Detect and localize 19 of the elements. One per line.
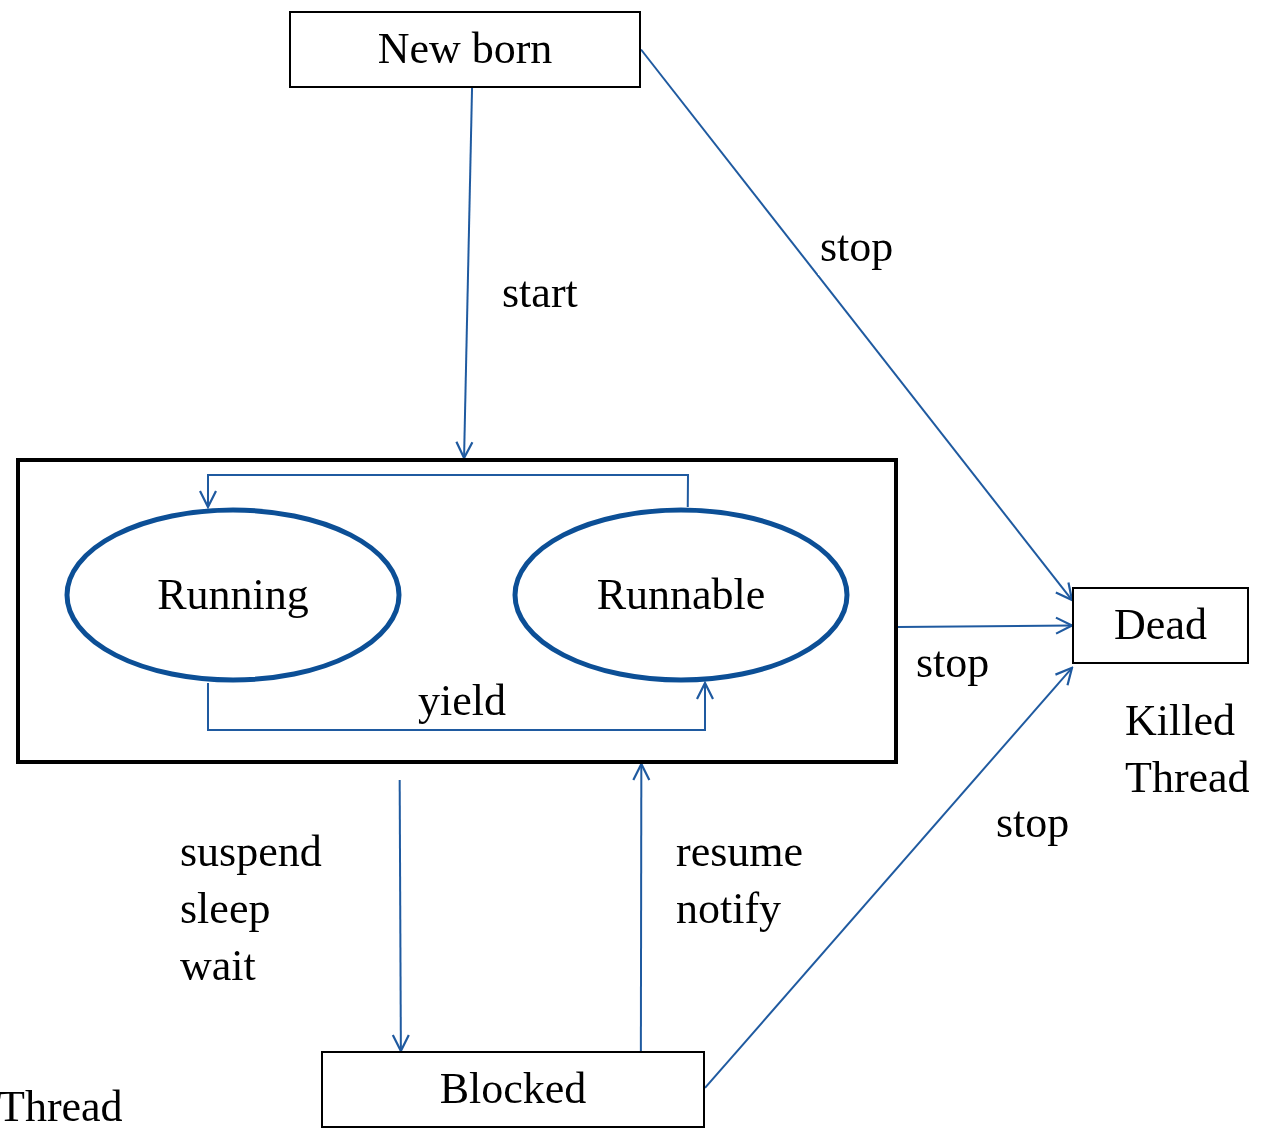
arrow bbox=[897, 616, 1074, 635]
state-label: Blocked bbox=[439, 1065, 587, 1114]
arrow bbox=[198, 474, 689, 509]
state-label: New born bbox=[377, 25, 553, 74]
state-label: Running bbox=[157, 570, 309, 620]
state-box bbox=[1072, 587, 1249, 664]
arrow bbox=[704, 666, 1074, 1089]
state-label: Runnable bbox=[596, 570, 766, 620]
arrow bbox=[455, 87, 474, 460]
state-box bbox=[321, 1051, 705, 1128]
state-ellipse bbox=[512, 507, 850, 683]
state-box bbox=[289, 11, 641, 88]
state-ellipse bbox=[64, 507, 402, 683]
arrow bbox=[632, 762, 651, 1052]
group-box bbox=[16, 458, 898, 764]
arrow bbox=[391, 778, 410, 1053]
state-label: Dead bbox=[1114, 601, 1207, 650]
arrow bbox=[640, 48, 1074, 602]
arrow bbox=[207, 681, 715, 731]
